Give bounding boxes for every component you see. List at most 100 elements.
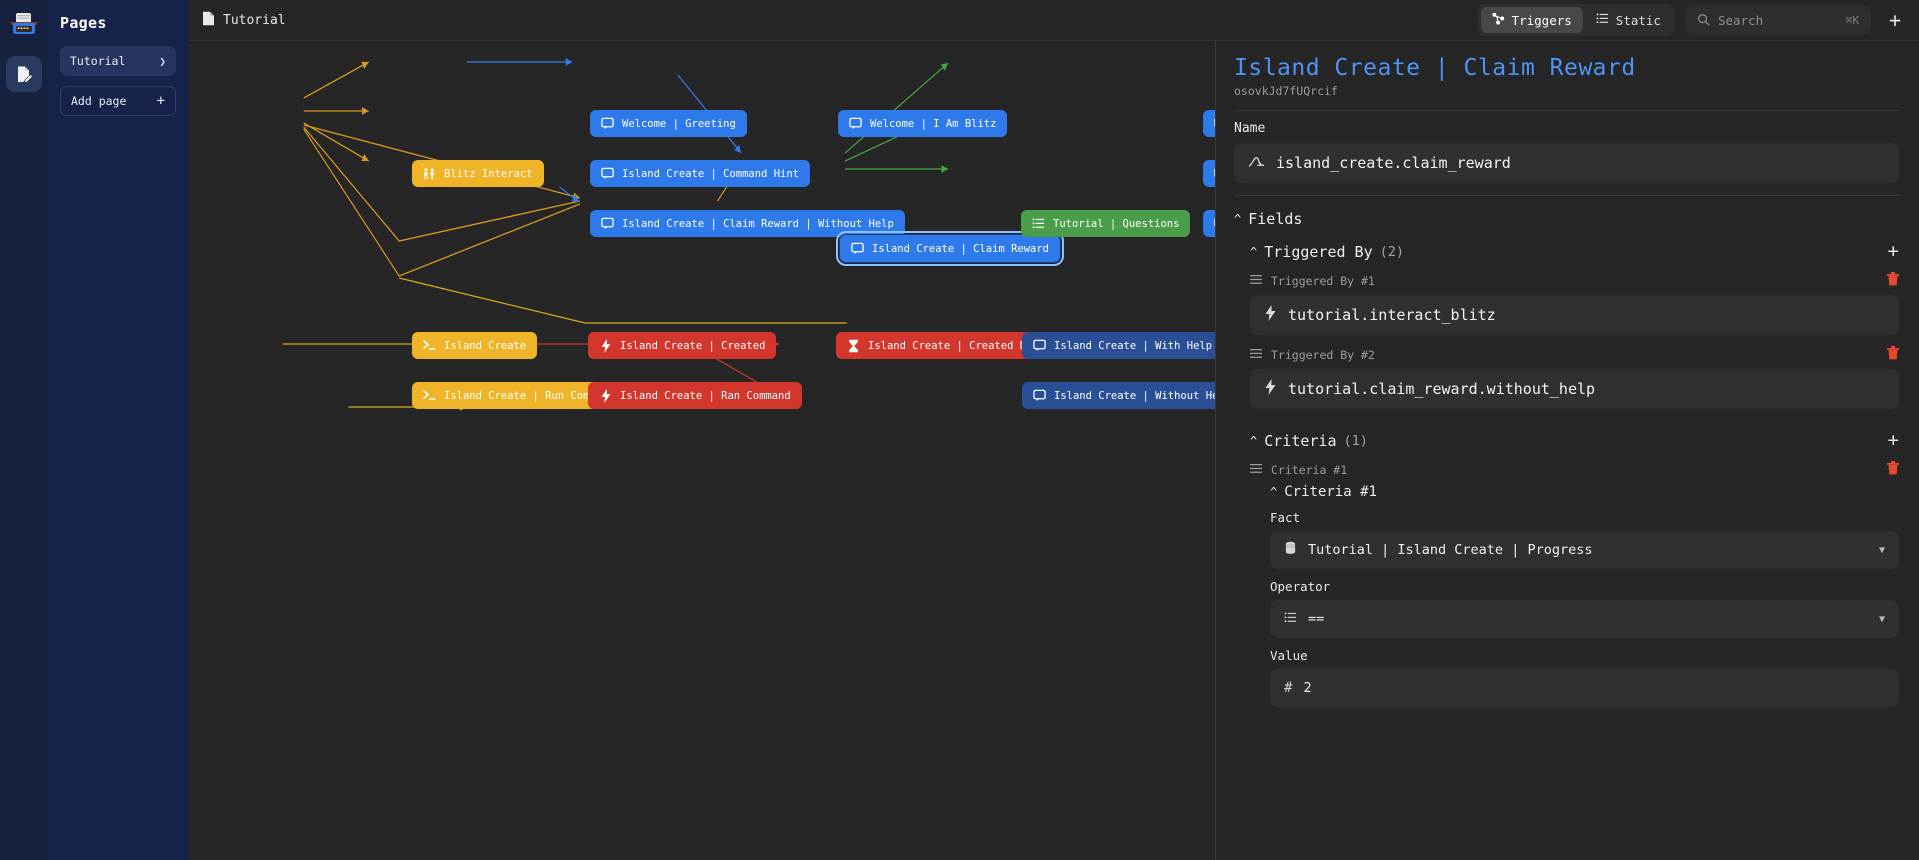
flow-node-blitz_interact[interactable]: Blitz Interact [412,160,544,187]
add-criteria-button[interactable]: + [1887,429,1899,452]
flow-node-ic_ran_command[interactable]: Island Create | Ran Command [588,382,802,409]
flow-node-label: Island Create [444,339,527,352]
terminal-icon [423,339,436,352]
flow-node-ic_with_help[interactable]: Island Create | With Help [1022,332,1215,359]
bolt-icon [1264,379,1277,399]
drag-handle-icon[interactable] [1250,463,1262,477]
document-edit-icon[interactable] [6,56,42,92]
sidebar-item-tutorial[interactable]: Tutorial ❯ [60,46,176,76]
inspector-id: osovkJd7fUQrcif [1234,84,1338,99]
chat-icon [849,117,862,130]
flow-node-label: Island Create | Created Delay [868,339,1052,352]
flow-node-welcome_i_am_blitz[interactable]: Welcome | I Am Blitz [838,110,1008,137]
flow-node-label: Island Create | Claim Reward | Without H… [622,217,894,230]
flow-node-ic_claim_reward[interactable]: Island Create | Claim Reward [835,231,1065,266]
bolt-icon [599,388,612,403]
chat-icon [1214,167,1215,180]
hash-icon: # [1284,680,1293,697]
toolbar-actions: Triggers Static [1477,4,1909,36]
add-button[interactable]: + [1888,8,1901,32]
search-placeholder: Search [1717,12,1764,28]
tab-triggers[interactable]: Triggers [1480,7,1583,33]
flow-node-label: Island Create | With Help [1054,339,1213,352]
chevron-up-icon: ^ [1250,244,1258,259]
flow-node-join_discord_link[interactable]: Join Discord | Link [1203,110,1215,137]
value-field[interactable]: # 2 [1270,669,1899,708]
tab-triggers-label: Triggers [1511,12,1572,28]
drag-handle-icon[interactable] [1250,348,1262,362]
triggered-by-label: Triggered By [1264,242,1373,261]
add-page-button[interactable]: Add page + [60,86,176,116]
criteria-count: (1) [1343,432,1368,449]
flow-node-ic_without_help[interactable]: Island Create | Without Help [1022,382,1215,409]
flow-node-label: Tutorial | Questions [1053,217,1180,230]
flow-node-ic_command_hint[interactable]: Island Create | Command Hint [590,160,811,187]
page-title: Pages [60,14,107,32]
trash-icon[interactable] [1887,272,1899,289]
triggered-by-count: (2) [1379,243,1404,260]
chat-icon [851,242,864,255]
triggered-by-1-field[interactable]: tutorial.interact_blitz [1250,295,1899,336]
document-title: Tutorial [223,12,286,28]
trash-icon[interactable] [1887,461,1899,478]
chat-icon [1033,339,1046,352]
search-shortcut: ⌘K [1845,13,1859,27]
people-icon [423,167,436,180]
flow-node-ic_claim_wo_help[interactable]: Island Create | Claim Reward | Without H… [590,210,905,237]
triggered-by-header[interactable]: ^ Triggered By (2) + [1250,242,1899,261]
flow-node-island_create[interactable]: Island Create [412,332,538,359]
triggered-by-2-header: Triggered By #2 [1250,346,1899,363]
criteria-1-group: ^ Criteria #1 Fact Tutorial | Island Cre… [1270,484,1899,708]
operator-label: Operator [1270,579,1331,595]
criteria-label: Criteria [1264,431,1337,450]
flow-node-ic_run_command_blue[interactable]: Island Create | Run Command [1203,210,1215,237]
inspector-panel: Island Create | Claim Reward osovkJd7fUQ… [1215,41,1919,860]
criteria-1-group-label: Criteria #1 [1284,484,1377,501]
triggered-by-2-field[interactable]: tutorial.claim_reward.without_help [1250,369,1899,410]
signature-icon [1248,154,1265,173]
list-icon [1284,611,1297,628]
flow-node-ic_created[interactable]: Island Create | Created [588,332,777,359]
fact-select[interactable]: Tutorial | Island Create | Progress ▼ [1270,531,1899,570]
triggered-by-1-value: tutorial.interact_blitz [1288,306,1496,325]
triggered-by-section: ^ Triggered By (2) + Triggered By #1 [1250,242,1899,708]
operator-select[interactable]: == ▼ [1270,600,1899,639]
fields-section-header[interactable]: ^ Fields [1234,210,1899,228]
criteria-1-row-label: Criteria #1 [1271,462,1348,477]
flow-node-label: Island Create | Claim Reward [872,242,1050,255]
chevron-up-icon: ^ [1234,212,1242,227]
terminal-icon [423,389,436,402]
chat-icon [1033,389,1046,402]
trash-icon[interactable] [1887,346,1899,363]
fields-label: Fields [1248,210,1303,229]
criteria-1-group-header[interactable]: ^ Criteria #1 [1270,484,1899,500]
name-field[interactable]: island_create.claim_reward [1234,143,1899,184]
criteria-header[interactable]: ^ Criteria (1) + [1250,431,1899,450]
chat-icon [1214,217,1215,230]
chevron-down-icon: ▼ [1878,544,1885,556]
flow-node-welcome_greeting[interactable]: Welcome | Greeting [590,110,747,137]
chat-icon [601,167,614,180]
list-icon [1032,217,1045,230]
fact-value: Tutorial | Island Create | Progress [1308,542,1593,559]
drag-handle-icon[interactable] [1250,274,1262,288]
bolt-icon [1264,305,1277,325]
pages-sidebar: Pages Tutorial ❯ Add page + [48,0,188,860]
search-input[interactable]: Search ⌘K [1684,5,1871,35]
flow-node-label: Island Create | Ran Command [620,389,791,402]
search-icon [1697,11,1710,30]
value-value: 2 [1303,680,1312,697]
value-label: Value [1270,648,1308,664]
tab-static[interactable]: Static [1585,7,1672,33]
triggered-by-1-header: Triggered By #1 [1250,272,1899,289]
flow-node-ic_gui_interaciton[interactable]: Island Create | Gui Interaciton [1203,160,1215,187]
add-trigger-button[interactable]: + [1887,240,1899,263]
breadcrumb: Tutorial [202,11,286,30]
top-toolbar: Tutorial Triggers [188,0,1919,41]
list-icon [1596,12,1609,28]
hourglass-icon [847,339,860,352]
flow-node-tutorial_questions[interactable]: Tutorial | Questions [1021,210,1191,237]
